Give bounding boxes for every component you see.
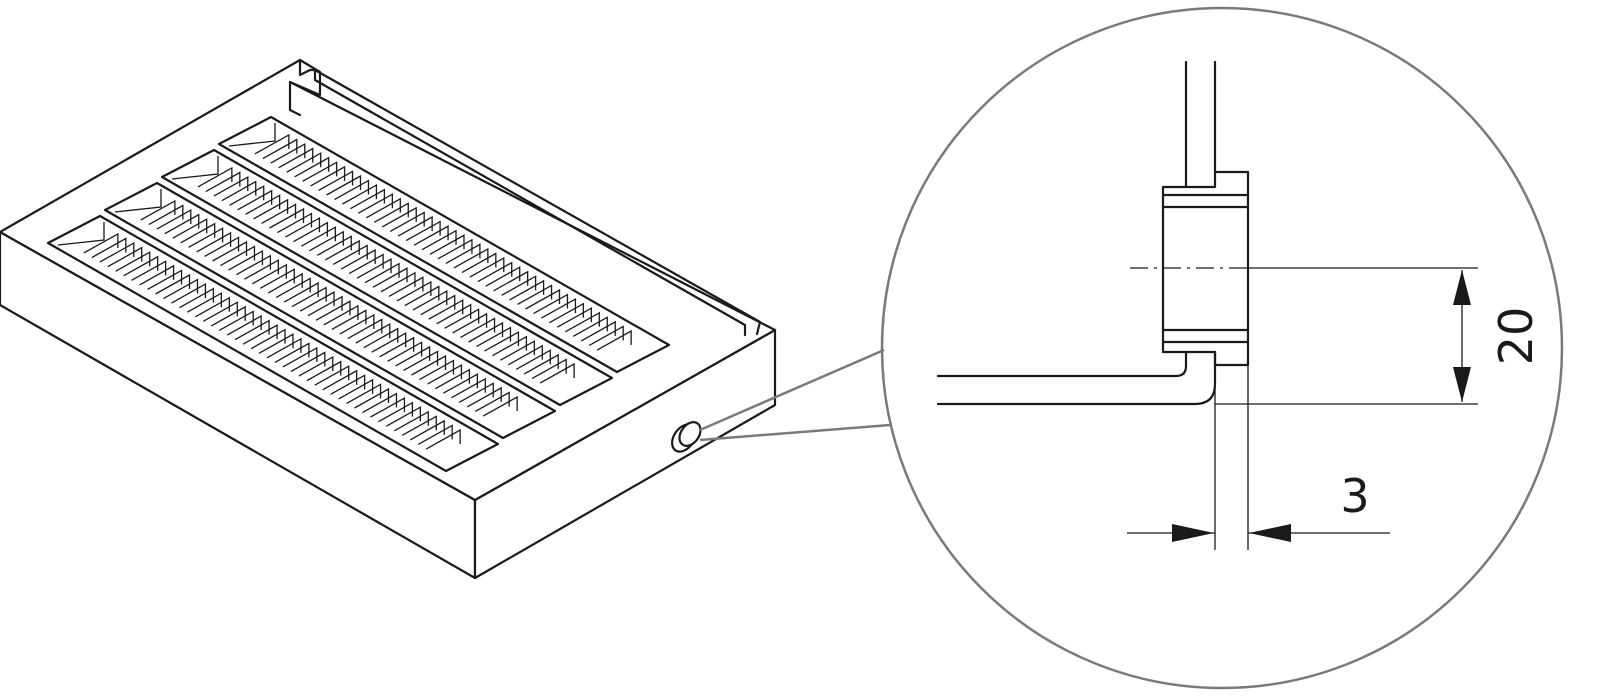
detail-view: 20 3: [936, 60, 1543, 550]
connector-peg: [671, 421, 702, 453]
detail-circle: [880, 6, 1564, 690]
slot-channel: [217, 115, 671, 374]
dimension-label-3: 3: [1340, 469, 1369, 523]
rail: [288, 58, 762, 337]
slot-channel: [46, 214, 500, 473]
leader-line-top: [699, 348, 885, 432]
slot-channel: [103, 181, 557, 440]
dimension-label-20: 20: [1489, 307, 1543, 366]
slot-group: [46, 115, 671, 473]
leader-line-bottom: [699, 423, 891, 442]
heater-block: [0, 58, 777, 580]
pipe-inner: [936, 350, 1188, 378]
slot-channel: [160, 148, 614, 407]
